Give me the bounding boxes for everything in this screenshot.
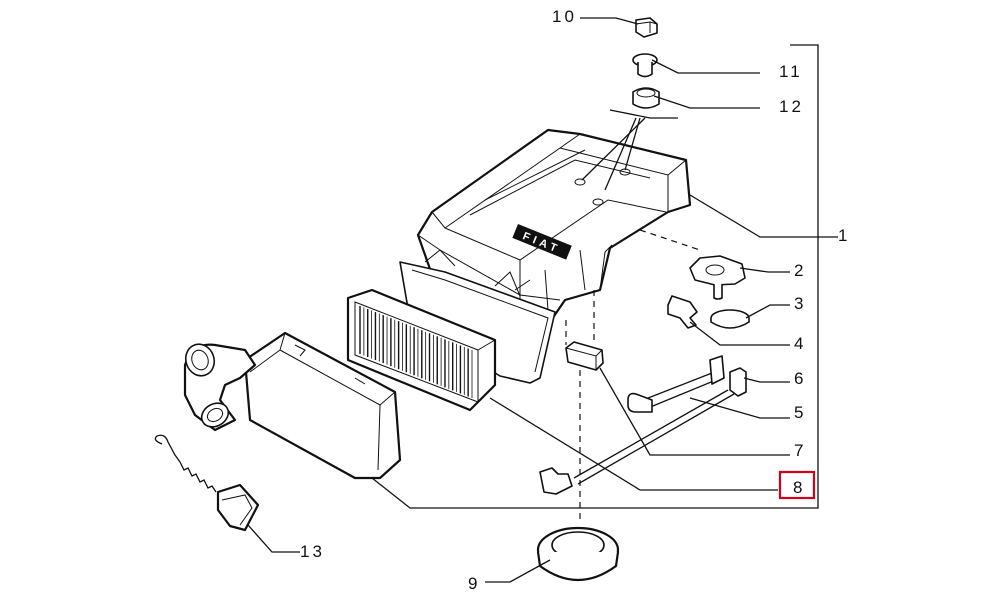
part-7-rubber-block[interactable] bbox=[565, 341, 604, 371]
callout-8-highlight-box bbox=[778, 470, 816, 500]
callout-8[interactable]: 8 bbox=[793, 478, 805, 497]
filter-pleats bbox=[359, 306, 473, 398]
part-11-bush[interactable] bbox=[632, 53, 658, 78]
callout-2[interactable]: 2 bbox=[794, 261, 806, 280]
callout-1[interactable]: 1 bbox=[838, 226, 850, 245]
part-3-cap[interactable] bbox=[710, 309, 750, 329]
callout-9[interactable]: 9 bbox=[468, 574, 480, 593]
callout-11[interactable]: 11 bbox=[779, 62, 803, 81]
part-10-nut[interactable] bbox=[635, 17, 658, 38]
part-12-grommet[interactable] bbox=[632, 87, 660, 109]
lower-housing[interactable] bbox=[243, 331, 402, 480]
intake-elbow-tube[interactable] bbox=[181, 340, 257, 432]
part-6-5-hose[interactable] bbox=[573, 355, 747, 485]
leader-lines bbox=[247, 17, 838, 583]
part-8-elbow-connector[interactable] bbox=[539, 467, 573, 495]
part-9-rubber-ring[interactable] bbox=[536, 526, 620, 582]
callout-6[interactable]: 6 bbox=[794, 369, 806, 388]
callout-12[interactable]: 12 bbox=[779, 97, 804, 116]
part-2-sensor[interactable] bbox=[689, 255, 746, 300]
callout-3[interactable]: 3 bbox=[794, 294, 806, 313]
callout-13[interactable]: 13 bbox=[300, 542, 325, 561]
air-filter-element[interactable] bbox=[346, 288, 497, 412]
callout-10[interactable]: 10 bbox=[552, 7, 577, 26]
part-4-clamp[interactable] bbox=[667, 295, 698, 329]
callout-4[interactable]: 4 bbox=[794, 334, 806, 353]
part-13-spring-clip[interactable] bbox=[154, 434, 260, 532]
callout-7[interactable]: 7 bbox=[794, 441, 806, 460]
callout-5[interactable]: 5 bbox=[794, 403, 806, 422]
assembly-axis-lines bbox=[565, 229, 701, 520]
callout-labels: 10 11 12 1 2 3 4 6 5 7 8 13 9 bbox=[300, 7, 850, 593]
